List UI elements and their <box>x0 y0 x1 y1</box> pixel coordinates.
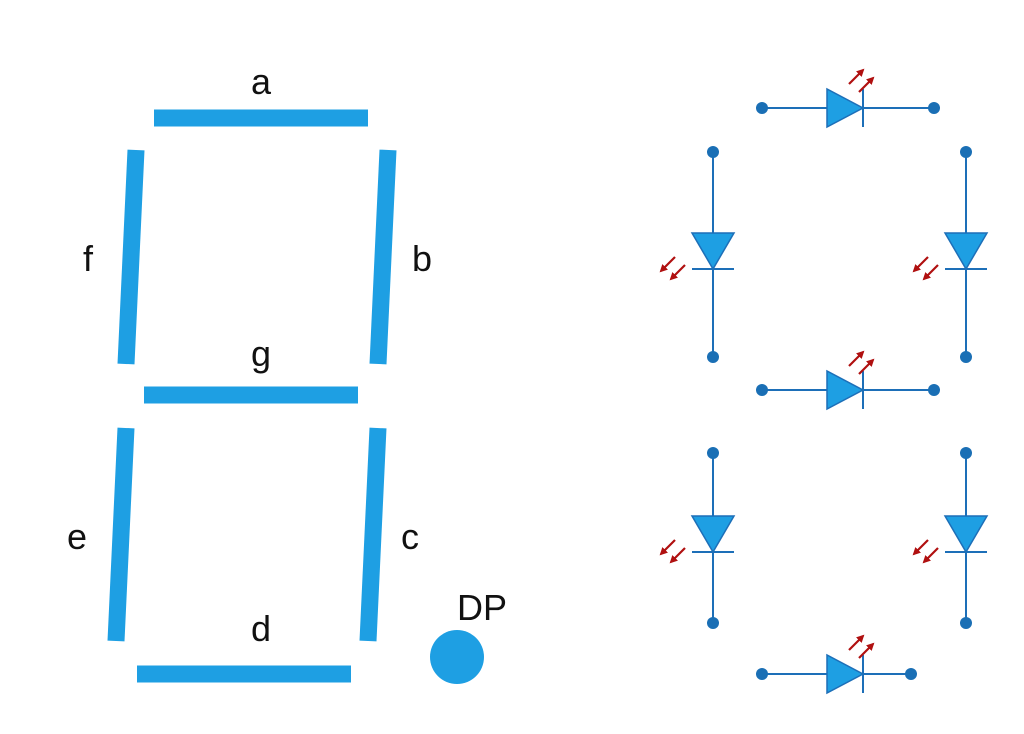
led-schematic <box>659 68 989 695</box>
led-icon <box>690 232 736 271</box>
label-d: d <box>251 608 271 649</box>
label-e: e <box>67 516 87 557</box>
emission-arrow-icon <box>922 547 939 564</box>
segment-e <box>107 427 135 642</box>
led-b <box>912 146 989 363</box>
led-g <box>756 350 940 411</box>
led-c <box>912 447 989 629</box>
led-a <box>756 68 940 129</box>
emission-arrow-icon <box>669 547 686 564</box>
emission-arrow-icon <box>848 68 865 85</box>
emission-arrow-icon <box>848 634 865 651</box>
terminal-dot-icon <box>960 146 972 158</box>
label-a: a <box>251 61 272 102</box>
emission-arrow-icon <box>912 539 929 556</box>
led-icon <box>943 232 989 271</box>
terminal-dot-icon <box>960 617 972 629</box>
emission-arrow-icon <box>858 358 875 375</box>
emission-arrow-icon <box>848 350 865 367</box>
emission-arrow-icon <box>669 264 686 281</box>
led-icon <box>826 369 865 411</box>
led-e <box>659 447 736 629</box>
emission-arrow-icon <box>659 256 676 273</box>
led-icon <box>943 515 989 554</box>
label-c: c <box>401 516 419 557</box>
terminal-dot-icon <box>960 351 972 363</box>
terminal-dot-icon <box>707 617 719 629</box>
label-g: g <box>251 333 271 374</box>
terminal-dot-icon <box>707 351 719 363</box>
led-icon <box>826 653 865 695</box>
emission-arrow-icon <box>858 642 875 659</box>
segment-b <box>369 149 397 365</box>
terminal-dot-icon <box>756 668 768 680</box>
emission-arrow-icon <box>858 76 875 93</box>
seven-segment-display: a b c d e f g DP <box>67 61 507 684</box>
led-d <box>756 634 917 695</box>
terminal-dot-icon <box>707 146 719 158</box>
terminal-dot-icon <box>928 102 940 114</box>
label-b: b <box>412 238 432 279</box>
terminal-dot-icon <box>905 668 917 680</box>
emission-arrow-icon <box>922 264 939 281</box>
terminal-dot-icon <box>707 447 719 459</box>
terminal-dot-icon <box>960 447 972 459</box>
terminal-dot-icon <box>756 384 768 396</box>
led-icon <box>690 515 736 554</box>
led-icon <box>826 87 865 129</box>
segment-f <box>117 149 145 365</box>
emission-arrow-icon <box>912 256 929 273</box>
segment-c <box>359 427 387 642</box>
emission-arrow-icon <box>659 539 676 556</box>
label-dp: DP <box>457 587 507 628</box>
decimal-point <box>430 630 484 684</box>
terminal-dot-icon <box>928 384 940 396</box>
label-f: f <box>83 238 94 279</box>
led-f <box>659 146 736 363</box>
terminal-dot-icon <box>756 102 768 114</box>
